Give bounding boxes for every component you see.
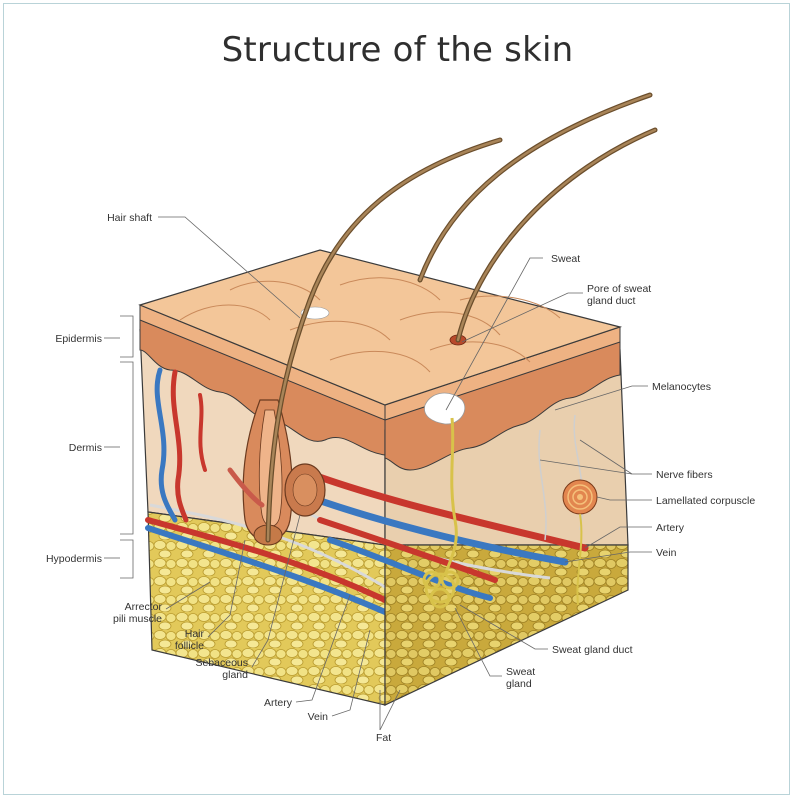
label-artery-bottom: Artery <box>264 697 293 709</box>
label-artery-right: Artery <box>656 522 685 534</box>
epidermis-bracket <box>120 315 134 358</box>
label-pore-line1: Pore of sweat <box>587 283 651 295</box>
label-arrector-line2: pili muscle <box>113 613 162 625</box>
arrector-pili-muscle <box>227 467 265 508</box>
label-vein-right: Vein <box>656 547 677 559</box>
label-arrector-line1: Arrector <box>125 601 163 613</box>
hair-shaft-2 <box>417 92 653 283</box>
vein-center-vessel <box>327 537 493 601</box>
hairs <box>265 92 658 543</box>
label-hypodermis: Hypodermis <box>46 553 102 565</box>
labels: Hair shaft Sweat Pore of sweat gland duc… <box>46 212 755 744</box>
label-hair-shaft: Hair shaft <box>107 212 152 224</box>
diagram-title: Structure of the skin <box>221 30 574 70</box>
sweat-droplet <box>424 392 466 425</box>
sweat-gland-duct <box>443 417 458 576</box>
label-sebaceous-line1: Sebaceous <box>195 657 248 669</box>
label-sweat-gland-line1: Sweat <box>506 666 535 678</box>
artery-left-vessel <box>145 517 388 603</box>
dermis-bracket <box>120 361 134 535</box>
nerve-fiber-1 <box>538 429 547 541</box>
label-dermis: Dermis <box>69 442 102 454</box>
artery-vertical-1 <box>170 369 189 523</box>
label-fat: Fat <box>376 732 391 744</box>
sweat-gland-coil <box>429 587 451 609</box>
label-nerve-fibers: Nerve fibers <box>656 469 713 481</box>
image-border <box>3 3 790 795</box>
vein-left-vessel <box>145 525 388 615</box>
epidermis-left <box>139 317 386 456</box>
epidermis-top <box>138 249 623 406</box>
label-lamellated-corpuscle: Lamellated corpuscle <box>656 495 755 507</box>
vein-vertical-1 <box>154 367 178 523</box>
artery-center-vessel <box>317 517 498 583</box>
artery-vertical-2 <box>198 393 207 472</box>
artery-right-vessel <box>296 466 589 552</box>
label-melanocytes: Melanocytes <box>652 381 711 393</box>
label-epidermis: Epidermis <box>55 333 102 345</box>
sweat-gland-group <box>422 417 460 609</box>
label-sweat-gland-line2: gland <box>506 678 532 690</box>
label-sebaceous-line2: gland <box>222 669 248 681</box>
label-sweat-gland-duct: Sweat gland duct <box>552 644 633 656</box>
hypodermis-bracket <box>120 539 134 579</box>
epidermis-right <box>384 339 621 471</box>
label-vein-bottom: Vein <box>308 711 329 723</box>
label-hair-follicle-line2: follicle <box>175 640 204 652</box>
label-pore-line2: gland duct <box>587 295 636 307</box>
leader-lines <box>158 216 652 731</box>
label-hair-follicle-line1: Hair <box>185 628 205 640</box>
label-sweat: Sweat <box>551 253 580 265</box>
layer-brackets <box>104 315 134 579</box>
